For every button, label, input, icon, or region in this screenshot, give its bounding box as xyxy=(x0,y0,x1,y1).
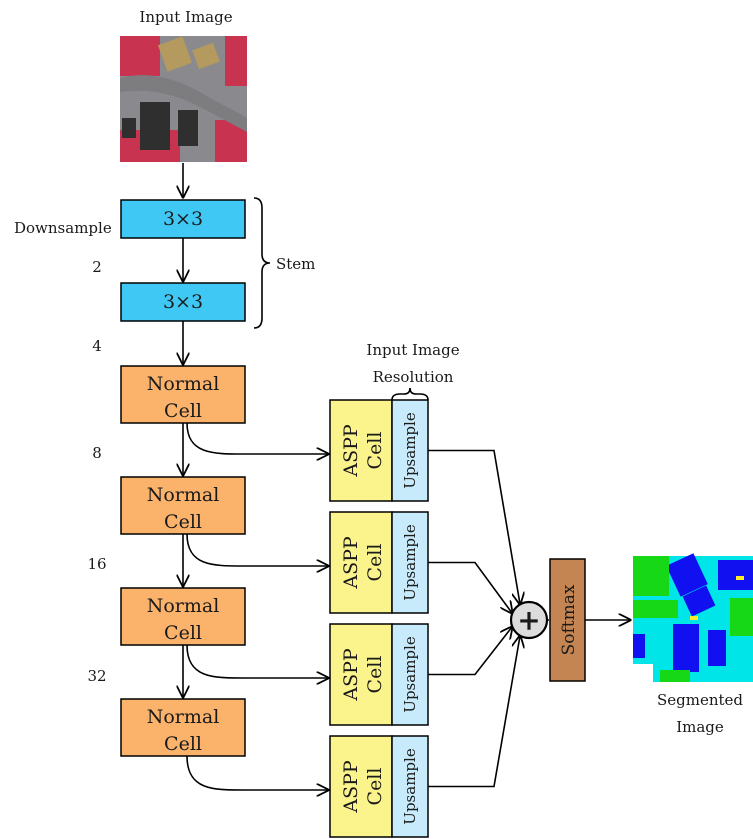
stem-conv1-block: 3×3 xyxy=(121,200,245,238)
output-label-line2: Image xyxy=(676,718,724,736)
upsample-label: Upsample xyxy=(401,748,419,825)
normal-cell-label: Normal xyxy=(147,706,220,728)
normal-cell-label: Cell xyxy=(164,622,202,644)
edge-cell-to-aspp xyxy=(187,645,328,678)
stem-conv1-label: 3×3 xyxy=(163,208,203,230)
aspp-cell-label: ASPP xyxy=(340,424,362,478)
stem-brace xyxy=(254,198,270,328)
input-image-title: Input Image xyxy=(139,8,232,26)
normal-cell-label: Cell xyxy=(164,400,202,422)
input-aerial-image xyxy=(120,36,247,162)
upsample-label: Upsample xyxy=(401,524,419,601)
sum-node: + xyxy=(511,602,547,638)
aspp-cell-label: Cell xyxy=(364,544,386,582)
downsample-factor: 8 xyxy=(92,444,102,462)
aspp-cell-label: ASPP xyxy=(340,536,362,590)
upsample-label: Upsample xyxy=(401,636,419,713)
edge-upsample-to-sum xyxy=(428,451,520,605)
downsample-factor: 4 xyxy=(92,337,102,355)
downsample-factor: 16 xyxy=(87,555,106,573)
output-label-line1: Segmented xyxy=(657,691,743,709)
stem-conv2-label: 3×3 xyxy=(163,291,203,313)
edge-cell-to-aspp xyxy=(187,756,328,790)
normal-cell-label: Normal xyxy=(147,595,220,617)
stem-conv2-block: 3×3 xyxy=(121,283,245,321)
edge-cell-to-aspp xyxy=(187,423,328,454)
resolution-brace xyxy=(392,388,428,400)
aspp-cell-label: Cell xyxy=(364,432,386,470)
aspp-cell-label: Cell xyxy=(364,656,386,694)
sum-edges xyxy=(428,451,520,787)
normal-cell-label: Normal xyxy=(147,373,220,395)
softmax-label: Softmax xyxy=(559,584,579,655)
downsample-title: Downsample xyxy=(14,219,112,237)
aspp-cell-label: Cell xyxy=(364,768,386,806)
normal-cell-label: Cell xyxy=(164,511,202,533)
resolution-label-line1: Input Image xyxy=(366,341,459,359)
edge-upsample-to-sum xyxy=(428,563,512,614)
normal-cell-label: Normal xyxy=(147,484,220,506)
resolution-label-line2: Resolution xyxy=(373,368,454,386)
stem-label: Stem xyxy=(276,255,315,273)
edge-upsample-to-sum xyxy=(428,636,520,787)
segmented-output-image xyxy=(633,553,753,682)
downsample-factor: 2 xyxy=(92,258,102,276)
aspp-cell-label: ASPP xyxy=(340,648,362,702)
sum-symbol: + xyxy=(517,604,540,637)
softmax-block: Softmax xyxy=(550,559,585,681)
edge-upsample-to-sum xyxy=(428,627,512,675)
edge-cell-to-aspp xyxy=(187,534,328,566)
normal-cell-label: Cell xyxy=(164,733,202,755)
downsample-factor: 32 xyxy=(87,667,106,685)
upsample-label: Upsample xyxy=(401,412,419,489)
aspp-cell-label: ASPP xyxy=(340,760,362,814)
